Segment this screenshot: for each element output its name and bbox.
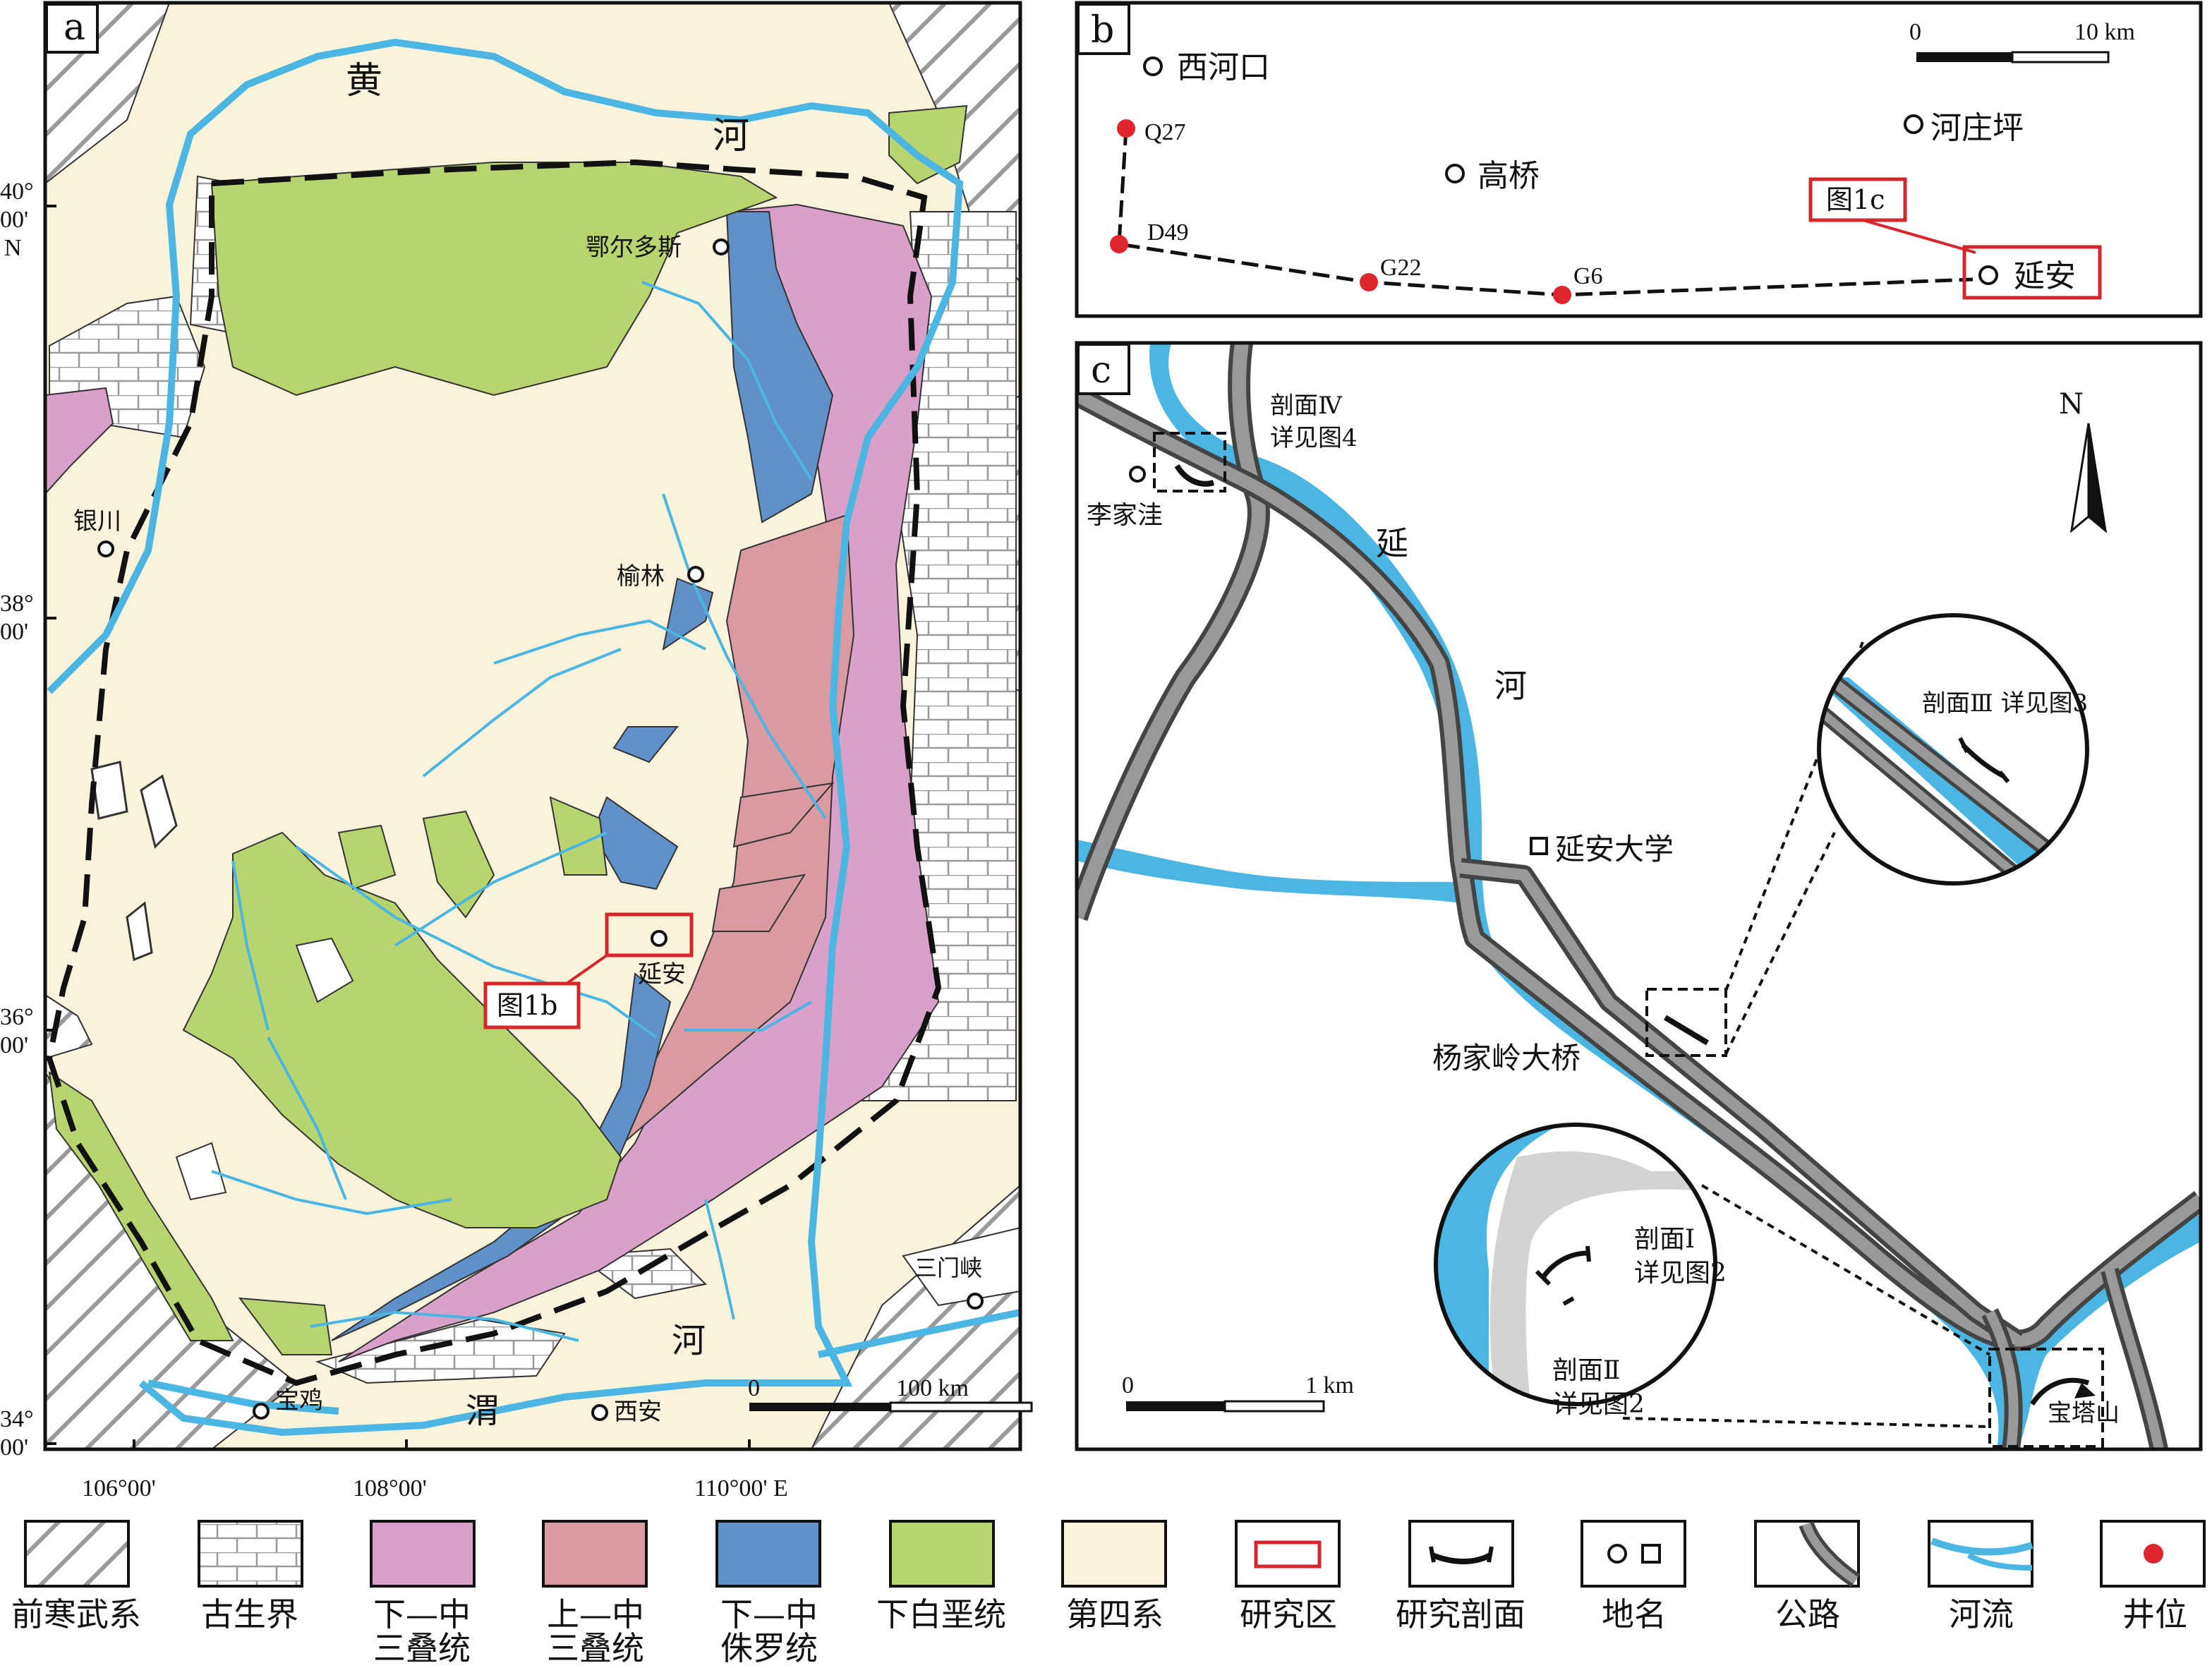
- panel-a-tag: a: [64, 6, 85, 49]
- legend-label-4a: 下—中: [720, 1595, 818, 1633]
- legend-label-7: 研究区: [1240, 1595, 1337, 1633]
- section-2-line1: 剖面Ⅱ: [1552, 1356, 1620, 1385]
- place-lijiawa: 李家洼: [1087, 501, 1163, 530]
- study-area-box: [605, 912, 694, 957]
- legend-label-3a: 上—中: [547, 1595, 644, 1633]
- legend-swatches: [24, 1520, 2206, 1588]
- yellow-river-label-2: 河: [713, 115, 749, 157]
- well-q27: Q27: [1144, 119, 1186, 145]
- wei-river-label-2: 河: [672, 1321, 706, 1360]
- legend-label-2b: 三叠统: [373, 1629, 471, 1667]
- scale-b-start: 0: [1909, 19, 1921, 45]
- panel-c: [1075, 341, 2203, 1451]
- section-2-line2: 详见图2: [1552, 1390, 1645, 1419]
- lat-40-min: 00': [0, 207, 28, 233]
- city-sanmenxia: 三门峡: [914, 1255, 982, 1281]
- section-1-line2: 详见图2: [1634, 1259, 1727, 1288]
- lon-106: 106°00': [82, 1475, 156, 1501]
- legend-label-3b: 三叠统: [547, 1629, 644, 1667]
- legend-label-5: 下白垩统: [876, 1595, 1006, 1633]
- panel-a: [43, 1, 1033, 1451]
- panel-b-tag: b: [1091, 9, 1114, 52]
- place-university: 延安大学: [1555, 832, 1674, 866]
- section-3-label: 剖面Ⅲ 详见图3: [1922, 689, 2088, 718]
- lat-38-min: 00': [0, 619, 28, 645]
- section-1-line1: 剖面Ⅰ: [1634, 1225, 1695, 1254]
- yan-river-label-1: 延: [1376, 524, 1408, 562]
- inset-circle-3: [1817, 613, 2089, 886]
- legend-label-9: 地名: [1602, 1595, 1667, 1633]
- lat-34-deg: 34°: [0, 1406, 34, 1432]
- lat-36-deg: 36°: [0, 1004, 34, 1030]
- yellow-river: [47, 38, 964, 1437]
- legend-label-6: 第四系: [1066, 1595, 1164, 1633]
- north-label: N: [2059, 388, 2084, 421]
- lon-108: 108°00': [353, 1475, 427, 1501]
- lat-34-min: 00': [0, 1434, 28, 1461]
- scale-b-end: 10 km: [2074, 19, 2135, 45]
- callout-1c: 图1c: [1826, 184, 1885, 215]
- lon-110: 110°00' E: [694, 1475, 788, 1501]
- place-yanan-b: 延安: [2014, 258, 2076, 294]
- legend-label-8: 研究剖面: [1396, 1595, 1525, 1633]
- well-g6: G6: [1573, 263, 1603, 289]
- panel-c-tag: c: [1091, 349, 1111, 392]
- city-yulin: 榆林: [617, 562, 665, 591]
- place-bridge: 杨家岭大桥: [1432, 1041, 1581, 1075]
- place-hezhuangping: 河庄坪: [1930, 110, 2024, 146]
- wells: [1110, 119, 1571, 304]
- city-baoji: 宝鸡: [275, 1386, 323, 1415]
- legend-symbols: [1254, 1521, 2163, 1588]
- place-xihekou: 西河口: [1177, 49, 1270, 85]
- scale-a-end: 100 km: [896, 1375, 969, 1401]
- panel-b: [1075, 1, 2203, 318]
- legend-label-1: 古生界: [201, 1595, 298, 1633]
- legend-label-10: 公路: [1775, 1595, 1840, 1633]
- callout-1b: 图1b: [497, 990, 558, 1021]
- yellow-river-label-1: 黄: [346, 60, 382, 102]
- well-g22: G22: [1380, 255, 1422, 281]
- place-baotashan: 宝塔山: [2048, 1399, 2120, 1427]
- basin-boundary: [46, 159, 942, 1386]
- legend-label-11: 河流: [1949, 1595, 2014, 1633]
- lat-36-min: 00': [0, 1032, 28, 1058]
- section-4-line2: 详见图4: [1270, 424, 1358, 452]
- inset-circle-1-2: [1434, 1123, 1717, 1406]
- city-yinchuan: 银川: [73, 507, 121, 536]
- place-gaoqiao: 高桥: [1477, 158, 1540, 194]
- section-4-line1: 剖面Ⅳ: [1270, 392, 1343, 420]
- yan-river-label-2: 河: [1494, 667, 1527, 705]
- legend-label-12: 井位: [2122, 1595, 2187, 1633]
- lat-40-deg: 40°: [0, 179, 34, 205]
- legend-label-0: 前寒武系: [11, 1595, 141, 1633]
- scale-c-start: 0: [1122, 1372, 1134, 1398]
- scale-a-start: 0: [748, 1375, 760, 1401]
- legend-label-4b: 侏罗统: [720, 1629, 818, 1667]
- city-yanan: 延安: [638, 960, 686, 989]
- legend-label-2a: 下—中: [373, 1595, 471, 1633]
- city-xian: 西安: [614, 1398, 662, 1426]
- lat-40-suffix: N: [4, 235, 22, 261]
- wei-river-label-1: 渭: [466, 1391, 500, 1431]
- callout-1b-box: [483, 981, 581, 1029]
- lat-38-deg: 38°: [0, 591, 34, 617]
- well-d49: D49: [1147, 219, 1189, 246]
- city-ordos: 鄂尔多斯: [586, 234, 682, 262]
- scale-c-end: 1 km: [1305, 1372, 1354, 1398]
